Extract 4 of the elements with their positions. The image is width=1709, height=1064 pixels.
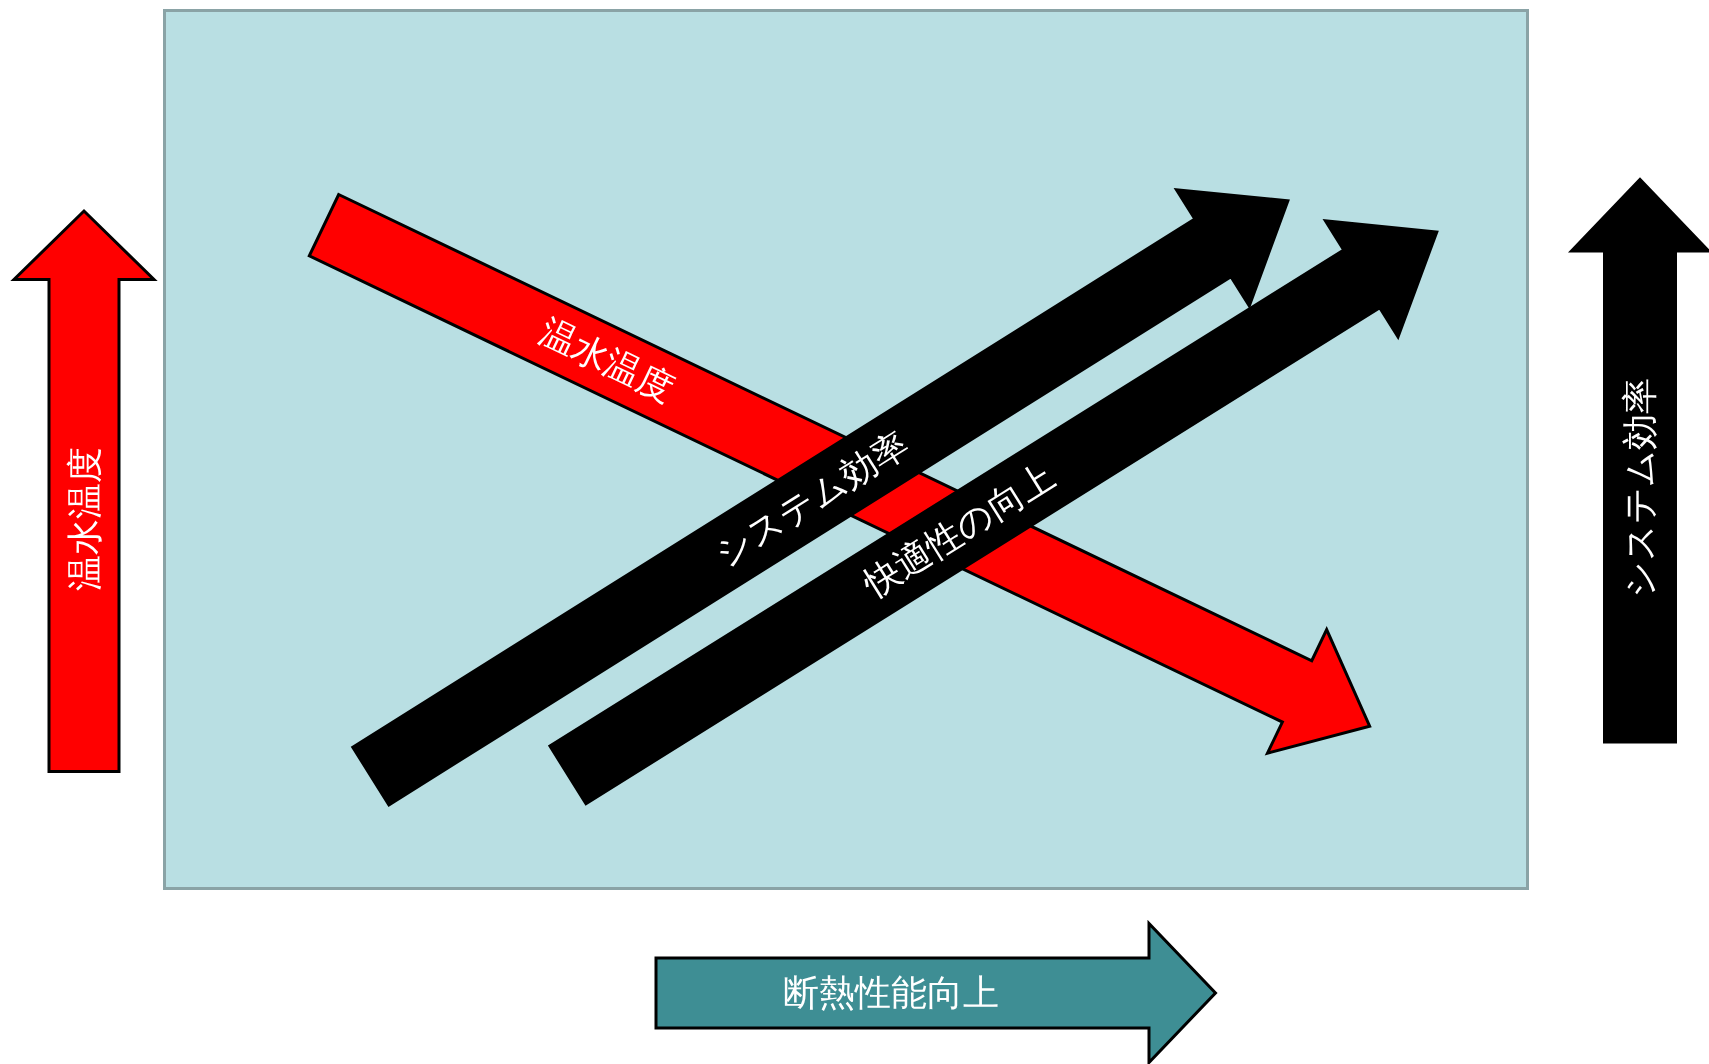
arrow-label: 温水温度 — [533, 313, 679, 408]
arrow-label: システム効率 — [1622, 378, 1658, 599]
arrow-label: 温水温度 — [66, 446, 102, 591]
arrow-label: 断熱性能向上 — [783, 975, 1000, 1011]
